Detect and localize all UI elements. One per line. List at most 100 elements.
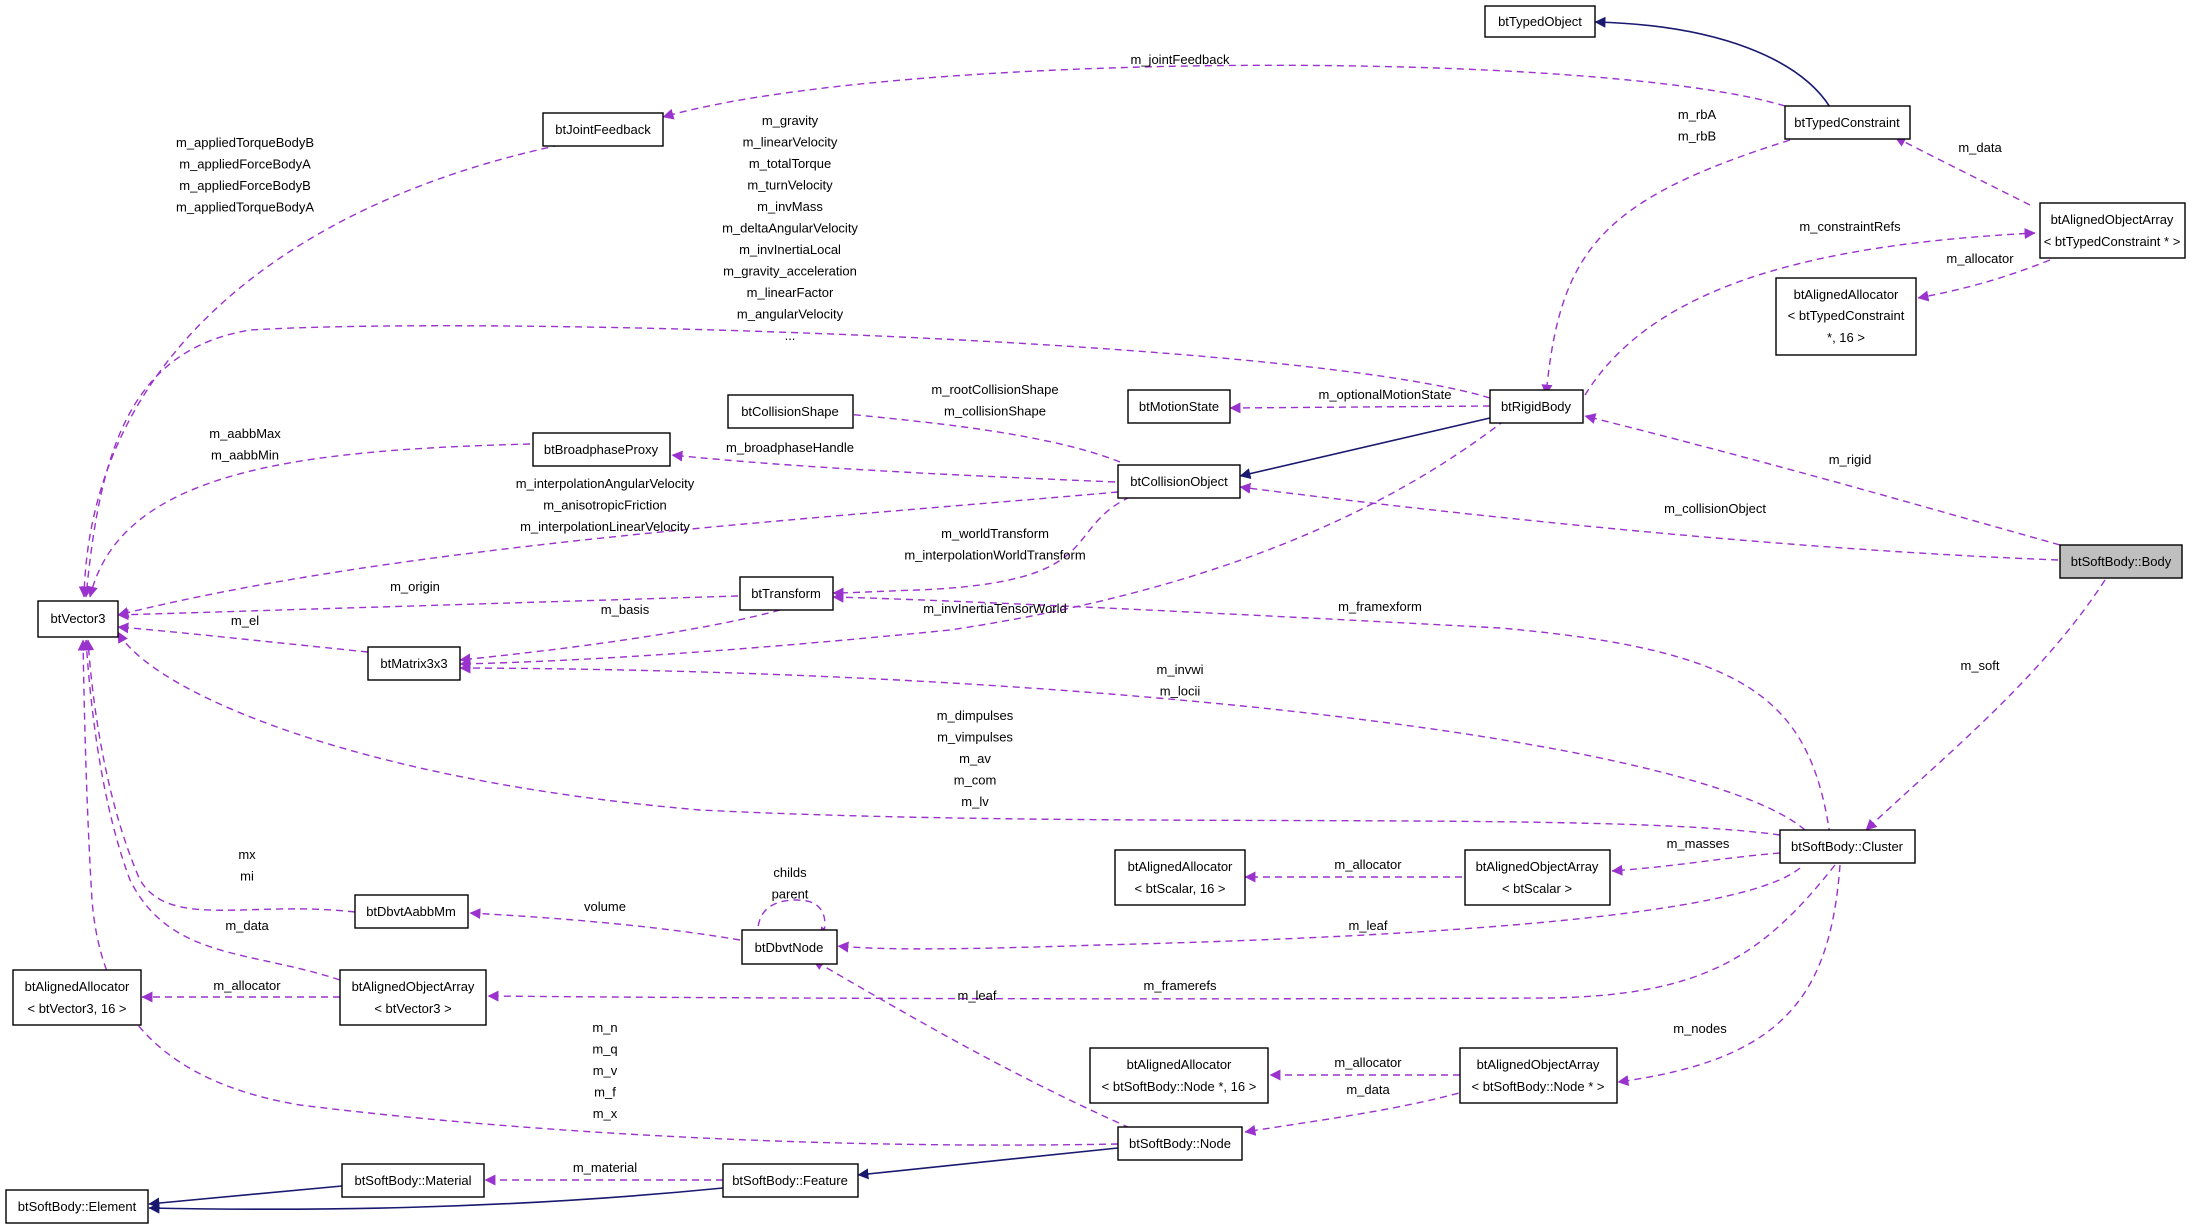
node-btDbvtAabbMm[interactable]: btDbvtAabbMm — [354, 894, 469, 929]
node-btAlignedAllocator-btTypedConstraint[interactable]: btAlignedAllocator < btTypedConstraint *… — [1775, 277, 1917, 356]
edge-cluster-vector3 — [117, 631, 1781, 836]
node-btSoftBody-Body[interactable]: btSoftBody::Body — [2059, 544, 2183, 579]
edge-label: m_v — [593, 1063, 618, 1078]
node-label: btAlignedObjectArray — [2051, 212, 2174, 227]
label-cluster-matrix: m_invwi m_locii — [1157, 662, 1204, 699]
node-btDbvtNode[interactable]: btDbvtNode — [741, 929, 838, 965]
node-label: btMotionState — [1139, 399, 1219, 414]
edge-body-rigidbody — [1584, 413, 2061, 546]
node-label: btAlignedAllocator — [1127, 1057, 1232, 1072]
edge-cluster-aoa-vector3 — [487, 864, 1836, 1002]
edge-labels: m_appliedTorqueBodyB m_appliedForceBodyA… — [176, 52, 2014, 1175]
node-label: < btScalar, 16 > — [1134, 881, 1225, 896]
label-aoa-vector3-data: m_data — [225, 918, 269, 933]
label-collobj-transform: m_worldTransform m_interpolationWorldTra… — [904, 526, 1085, 563]
edge-rigidbody-vector3 — [81, 325, 1491, 598]
node-label: btRigidBody — [1501, 399, 1572, 414]
node-btBroadphaseProxy[interactable]: btBroadphaseProxy — [532, 432, 671, 467]
edge-label: m_dimpulses — [937, 708, 1014, 723]
node-label: < btVector3, 16 > — [27, 1001, 126, 1016]
node-btAlignedObjectArray-btVector3[interactable]: btAlignedObjectArray < btVector3 > — [339, 969, 487, 1026]
edge-aoa-constraint-data — [1894, 136, 2031, 206]
node-btSoftBody-Feature[interactable]: btSoftBody::Feature — [722, 1163, 859, 1198]
label-transform-vector3: m_origin — [390, 579, 440, 594]
edge-collobj-vector3 — [117, 491, 1119, 618]
node-btAlignedObjectArray-btTypedConstraint[interactable]: btAlignedObjectArray < btTypedConstraint… — [2039, 202, 2186, 259]
label-body-rigidbody: m_rigid — [1829, 452, 1872, 467]
node-btSoftBody-Node[interactable]: btSoftBody::Node — [1117, 1126, 1243, 1161]
node-label: < btScalar > — [1502, 881, 1572, 896]
node-btTypedConstraint[interactable]: btTypedConstraint — [1784, 105, 1911, 140]
edge-label: m_invInertiaLocal — [739, 242, 841, 257]
node-label: btJointFeedback — [555, 122, 651, 137]
edge-rigidbody-motionstate — [1229, 402, 1491, 414]
node-btSoftBody-Material[interactable]: btSoftBody::Material — [341, 1163, 485, 1198]
node-btAlignedAllocator-btSoftBodyNode[interactable]: btAlignedAllocator < btSoftBody::Node *,… — [1089, 1047, 1269, 1104]
edge-cluster-dbvt — [837, 867, 1801, 953]
label-jointfeedback-vector3: m_appliedTorqueBodyB m_appliedForceBodyA… — [176, 135, 314, 215]
inherit-typedconstraint-typedobject — [1594, 16, 1831, 108]
edge-label: m_gravity — [762, 113, 819, 128]
node-btAlignedAllocator-btScalar[interactable]: btAlignedAllocator < btScalar, 16 > — [1114, 849, 1246, 906]
edge-transform-matrix — [459, 609, 781, 665]
node-btRigidBody[interactable]: btRigidBody — [1489, 389, 1584, 424]
node-btMatrix3x3[interactable]: btMatrix3x3 — [367, 646, 461, 681]
node-label: btVector3 — [51, 611, 106, 626]
edge-matrix-vector3 — [117, 622, 369, 653]
label-constraint-rigidbody: m_rbA m_rbB — [1678, 107, 1717, 144]
label-body-collobj: m_collisionObject — [1664, 501, 1766, 516]
label-aoa-node-data: m_data — [1346, 1082, 1390, 1097]
label-cluster-vector3: m_dimpulses m_vimpulses m_av m_com m_lv — [937, 708, 1014, 809]
edge-aoa-node-data — [1244, 1089, 1471, 1136]
node-btAlignedObjectArray-btScalar[interactable]: btAlignedObjectArray < btScalar > — [1464, 849, 1611, 906]
node-btTransform[interactable]: btTransform — [739, 576, 834, 611]
edge-label: m_appliedForceBodyA — [179, 157, 311, 172]
inherit-rigidbody-collisionobject — [1239, 417, 1491, 479]
edge-collobj-shape — [837, 408, 1121, 463]
node-btSoftBody-Element[interactable]: btSoftBody::Element — [5, 1189, 149, 1224]
edge-label: mx — [238, 847, 256, 862]
label-aoa-constraint-data: m_data — [1958, 140, 2002, 155]
node-btTypedObject[interactable]: btTypedObject — [1484, 5, 1596, 38]
edge-label: m_rbB — [1678, 129, 1716, 144]
node-btSoftBody-Cluster[interactable]: btSoftBody::Cluster — [1779, 829, 1916, 864]
edge-label: m_interpolationAngularVelocity — [516, 476, 695, 491]
node-btVector3[interactable]: btVector3 — [37, 600, 119, 638]
edge-proxy-vector3 — [87, 443, 531, 598]
node-label: btBroadphaseProxy — [544, 442, 659, 457]
edge-label: m_angularVelocity — [737, 307, 844, 322]
edge-label: m_interpolationLinearVelocity — [520, 519, 690, 534]
edge-label: m_q — [592, 1042, 617, 1057]
node-label: btMatrix3x3 — [380, 656, 447, 671]
edge-aoa-constraint-allocator — [1917, 259, 2051, 302]
node-btCollisionObject[interactable]: btCollisionObject — [1117, 464, 1241, 499]
node-label: btAlignedAllocator — [1128, 859, 1233, 874]
node-btAlignedObjectArray-btSoftBodyNode[interactable]: btAlignedObjectArray < btSoftBody::Node … — [1459, 1047, 1618, 1104]
edge-transform-vector3 — [117, 595, 739, 621]
edge-label: m_av — [959, 751, 991, 766]
edge-label: m_appliedTorqueBodyA — [176, 200, 314, 215]
edge-label: m_invMass — [757, 199, 823, 214]
edge-label: m_gravity_acceleration — [723, 264, 857, 279]
node-btCollisionShape[interactable]: btCollisionShape — [727, 394, 854, 429]
label-cluster-aoa-vector3: m_framerefs — [1144, 978, 1217, 993]
node-btJointFeedback[interactable]: btJointFeedback — [542, 112, 664, 147]
label-node-dbvt: m_leaf — [957, 988, 996, 1003]
edge-label: m_collisionShape — [944, 404, 1046, 419]
edge-label: m_appliedTorqueBodyB — [176, 135, 314, 150]
label-cluster-dbvt: m_leaf — [1348, 918, 1387, 933]
label-aoa-vector3-allocator: m_allocator — [213, 978, 281, 993]
edge-cluster-transform — [832, 591, 1831, 836]
edge-label: m_n — [592, 1020, 617, 1035]
label-cluster-aoa-scalar: m_masses — [1667, 836, 1730, 851]
label-aoa-node-allocator: m_allocator — [1334, 1055, 1402, 1070]
node-label: < btVector3 > — [374, 1001, 451, 1016]
label-rigidbody-vector3: m_gravity m_linearVelocity m_totalTorque… — [722, 113, 858, 343]
label-aoa-scalar-allocator: m_allocator — [1334, 857, 1402, 872]
label-proxy-vector3: m_aabbMax m_aabbMin — [209, 426, 281, 463]
node-label: btTransform — [751, 586, 821, 601]
label-constraint-jointfeedback: m_jointFeedback — [1131, 52, 1230, 67]
node-btMotionState[interactable]: btMotionState — [1127, 389, 1231, 424]
edge-collobj-transform — [832, 496, 1131, 599]
node-btAlignedAllocator-btVector3[interactable]: btAlignedAllocator < btVector3, 16 > — [12, 969, 142, 1026]
